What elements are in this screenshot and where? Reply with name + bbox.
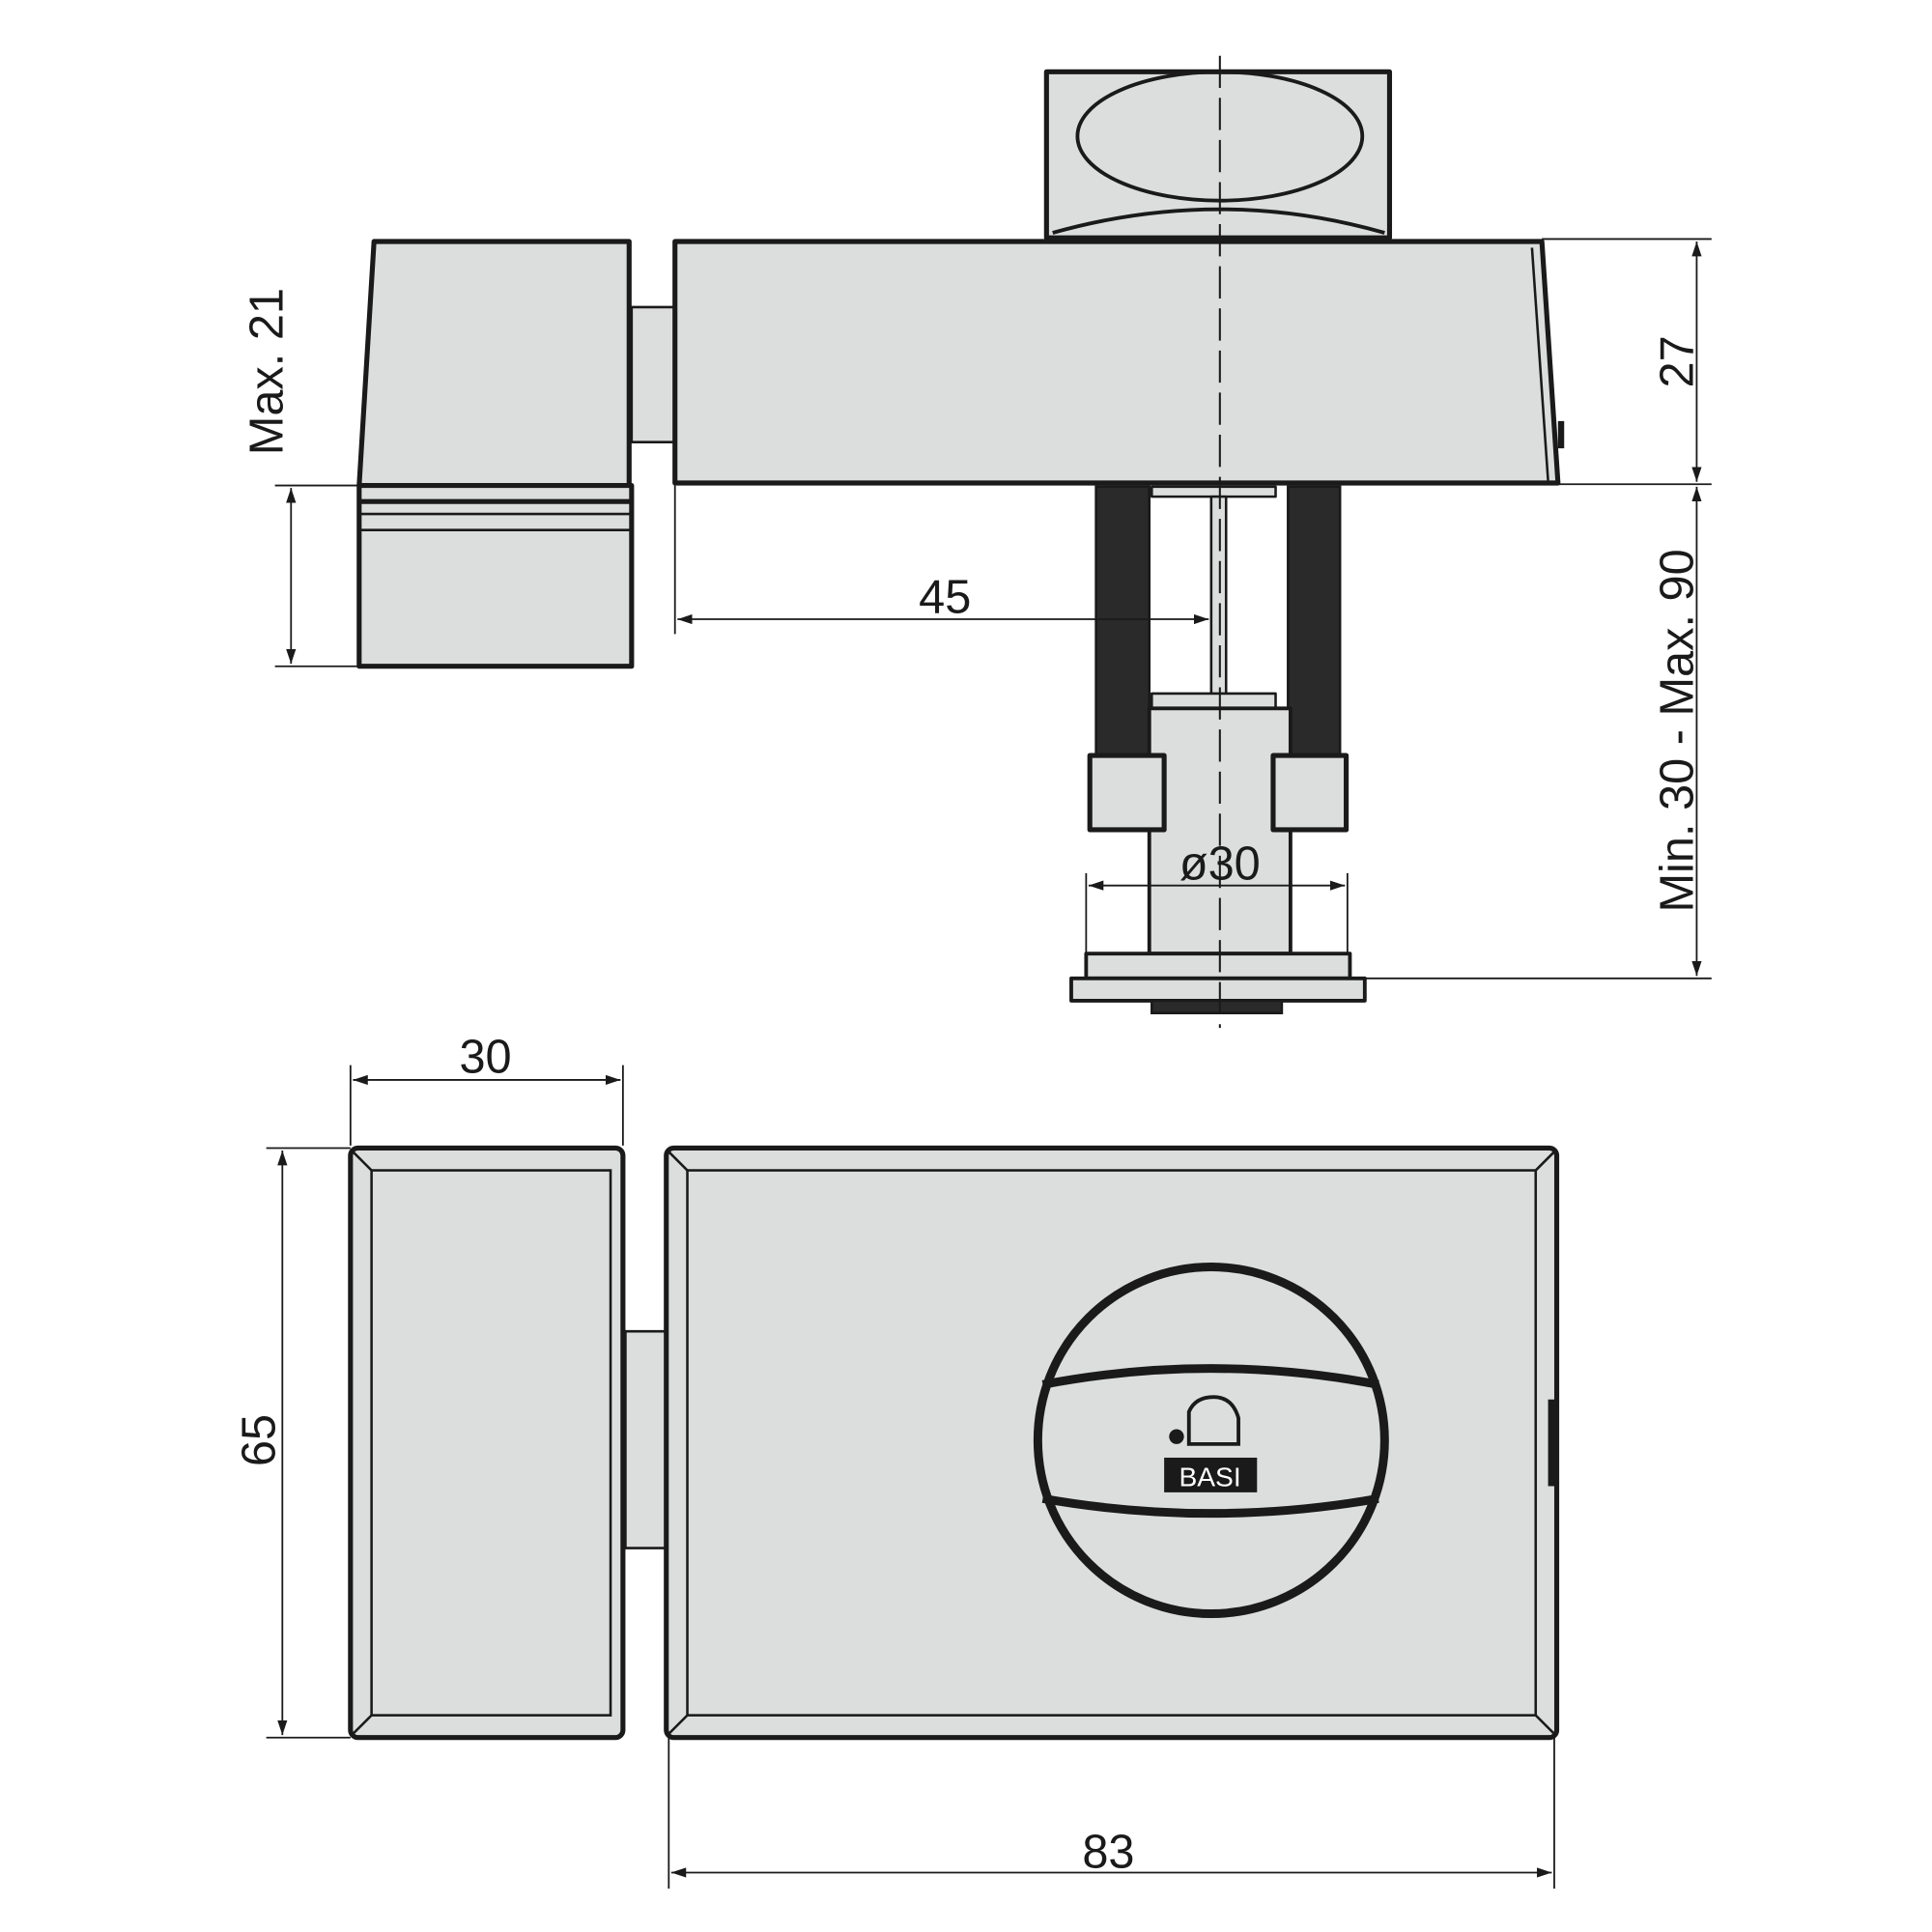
- bolt-connector-front: [624, 1329, 670, 1549]
- dimension-label: 27: [1652, 335, 1704, 387]
- left-housing-front: [348, 1145, 626, 1741]
- dimension-30: 30: [349, 1031, 624, 1146]
- thumb-turn-knob-front[interactable]: BASI: [1033, 1263, 1389, 1618]
- thumb-turn-knob-side: [1043, 69, 1393, 241]
- front-view: BASI 30 65 83: [234, 1031, 1560, 1889]
- dimension-label: 45: [919, 572, 971, 624]
- basi-logo: BASI: [1164, 1395, 1258, 1492]
- dimension-65: 65: [234, 1147, 351, 1739]
- logo-text: BASI: [1179, 1461, 1240, 1492]
- dimension-45: 45: [673, 485, 1209, 635]
- dimension-label: Max. 21: [241, 288, 293, 455]
- dimension-83: 83: [668, 1737, 1555, 1889]
- dimension-diameter-30: ø30: [1085, 838, 1349, 954]
- main-body-side: [672, 239, 1565, 486]
- dimension-label: ø30: [1179, 838, 1261, 890]
- top-view: Max. 21 27 Min. 30 - Max. 90 45 ø30: [241, 55, 1712, 1029]
- dimension-label: 65: [234, 1414, 286, 1466]
- dimension-max-21: Max. 21: [241, 288, 359, 668]
- dimension-label: 83: [1082, 1826, 1134, 1878]
- bolt-connector-side: [630, 305, 677, 443]
- dimension-27: 27: [1542, 238, 1712, 486]
- dimension-min-max: Min. 30 - Max. 90: [1364, 486, 1712, 980]
- dimension-label: 30: [459, 1031, 511, 1083]
- left-housing-side: [356, 239, 635, 669]
- dimension-label: Min. 30 - Max. 90: [1652, 549, 1704, 912]
